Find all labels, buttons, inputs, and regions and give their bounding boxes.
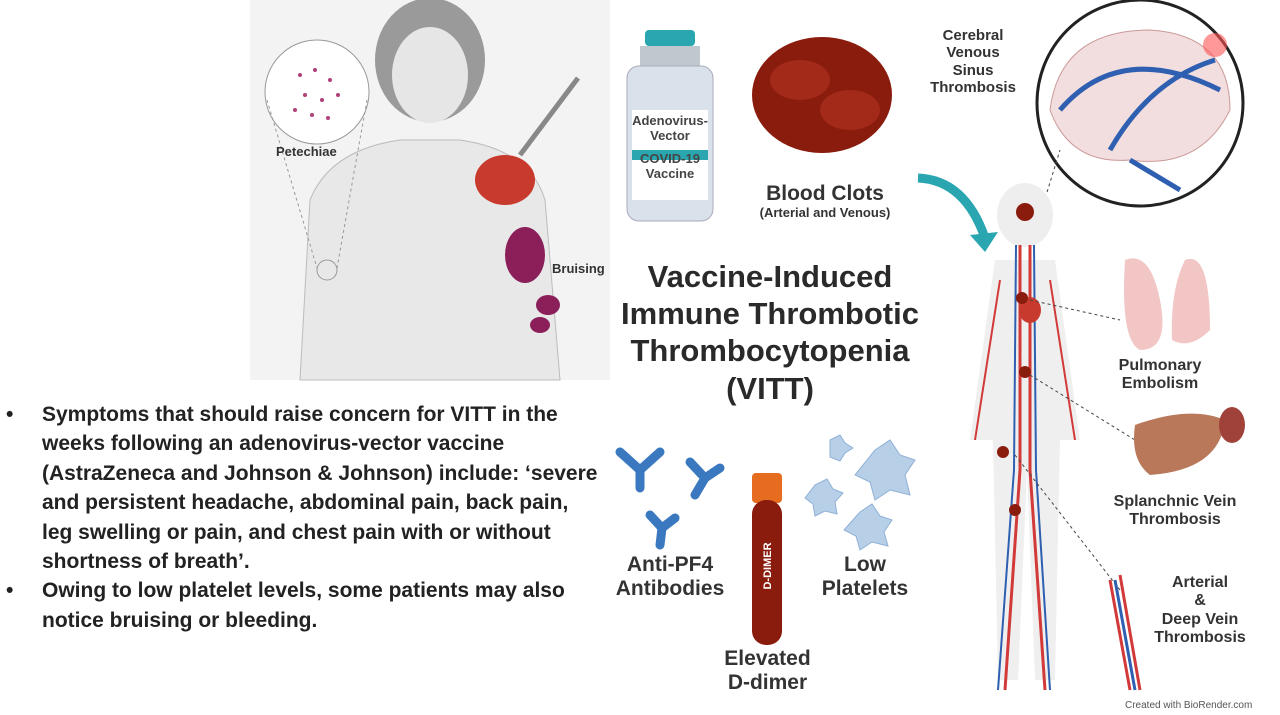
d-dimer-tube-icon [752, 473, 782, 645]
vial-label: Adenovirus- Vector COVID-19 Vaccine [630, 113, 710, 182]
syringe-icon [518, 76, 580, 157]
cvst-line: Venous [946, 44, 1000, 62]
pe-line: Pulmonary [1118, 357, 1202, 374]
ddimer-line: Elevated [724, 647, 811, 670]
platelets-line: Platelets [821, 577, 909, 601]
platelet-icons [804, 434, 916, 551]
antibodies-line: Antibodies [615, 577, 725, 601]
cvst-line: Sinus [952, 61, 994, 79]
dvt-line: Thrombosis [1154, 629, 1246, 647]
vial-text: Vector [650, 127, 690, 143]
label-ddimer: Elevated D-dimer [700, 647, 835, 695]
page-title: Vaccine-Induced Immune Thrombotic Thromb… [600, 258, 940, 407]
label-bruising: Bruising [552, 261, 605, 276]
label-splanchnic: Splanchnic Vein Thrombosis [1090, 493, 1260, 530]
vial-text: COVID-19 [640, 150, 700, 166]
woman-illustration [250, 0, 610, 381]
label-antibodies: Anti-PF4 Antibodies [600, 553, 740, 601]
cvst-line: Thrombosis [930, 78, 1016, 96]
arrow-icon [917, 173, 990, 240]
vial-text: Vaccine [645, 165, 695, 181]
dvt-line: Arterial [1171, 574, 1229, 591]
title-line: Vaccine-Induced [647, 259, 893, 294]
vial-text: Adenovirus- [632, 113, 708, 128]
ddimer-line: D-dimer [727, 671, 808, 695]
petechiae-magnifier [264, 39, 370, 145]
credit-text: Created with BioRender.com [1125, 700, 1253, 711]
label-platelets: Low Platelets [800, 553, 930, 601]
dvt-line: & [1194, 592, 1206, 610]
label-pulmonary-embolism: Pulmonary Embolism [1100, 357, 1220, 394]
title-line: Immune Thrombotic [621, 296, 919, 332]
blood-clots-title: Blood Clots [766, 182, 884, 205]
brain-magnifier [1035, 0, 1245, 216]
antibody-icons [615, 447, 725, 550]
vaccine-vial-icon [626, 30, 714, 222]
svt-line: Splanchnic Vein [1113, 493, 1237, 510]
cvst-line: Cerebral [942, 27, 1004, 44]
tube-label: D-DIMER [762, 542, 774, 590]
label-blood-clots: Blood Clots (Arterial and Venous) [740, 182, 910, 221]
title-line: Thrombocytopenia [630, 333, 910, 369]
pe-line: Embolism [1121, 375, 1199, 393]
dvt-line: Deep Vein [1161, 610, 1239, 628]
label-cvst: Cerebral Venous Sinus Thrombosis [918, 27, 1028, 96]
injection-site [475, 155, 535, 205]
symptom-bullets: Symptoms that should raise concern for V… [0, 400, 600, 635]
lungs-icon [1124, 258, 1210, 350]
bullet-item: Symptoms that should raise concern for V… [0, 400, 600, 576]
platelets-line: Low [844, 553, 886, 576]
body-vascular-illustration [970, 183, 1245, 691]
label-dvt: Arterial & Deep Vein Thrombosis [1135, 574, 1265, 648]
bruise-mark [505, 227, 545, 283]
liver-icon [1134, 413, 1225, 475]
antibodies-line: Anti-PF4 [626, 553, 714, 576]
blood-clots-subtitle: (Arterial and Venous) [759, 205, 891, 221]
blood-clot-icon [752, 37, 892, 153]
svt-line: Thrombosis [1129, 511, 1221, 529]
bullet-item: Owing to low platelet levels, some patie… [0, 576, 600, 635]
title-line: (VITT) [726, 370, 814, 406]
label-petechiae: Petechiae [276, 144, 337, 159]
